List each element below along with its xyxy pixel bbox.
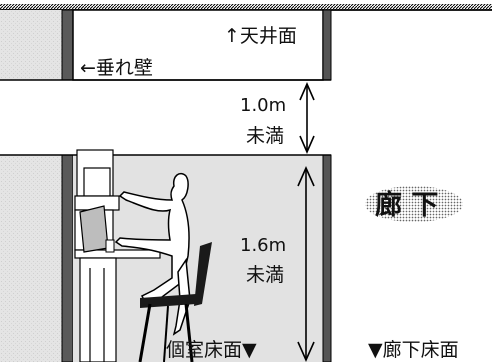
room-height-qualifier: 未満 xyxy=(246,264,284,286)
gap-height-value: 1.0m xyxy=(240,95,286,116)
hanging-wall-label: ←垂れ壁 xyxy=(80,57,153,79)
ceiling-label: ↑天井面 xyxy=(224,25,297,47)
person-figure xyxy=(114,172,190,301)
corridor-floor-label: ▼廊下床面 xyxy=(368,339,459,361)
corridor-label-background xyxy=(365,186,463,222)
desk-unit xyxy=(74,149,161,362)
chair xyxy=(138,242,212,362)
gap-height-qualifier: 未満 xyxy=(246,125,284,147)
dimension-arrow-lower xyxy=(297,166,315,362)
room-floor-label: 個室床面▼ xyxy=(166,339,257,361)
corridor-title: 廊 下 xyxy=(375,189,438,221)
room-height-value: 1.6m xyxy=(240,235,286,256)
dimension-arrow-upper xyxy=(299,82,315,154)
ceiling-slab xyxy=(0,4,492,10)
monitor xyxy=(79,205,115,253)
hanging-wall xyxy=(0,9,332,81)
